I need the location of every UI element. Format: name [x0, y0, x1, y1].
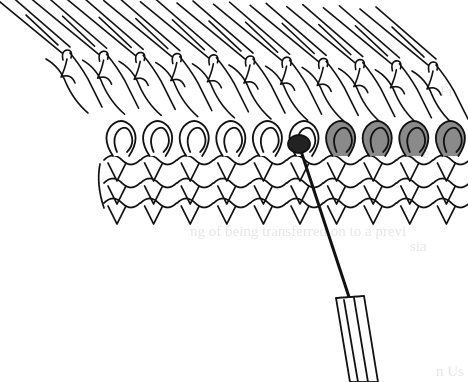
needle-latch	[61, 59, 75, 83]
needle-stem	[375, 70, 417, 124]
needle-shaft	[209, 21, 241, 51]
needle-latch	[98, 60, 112, 84]
needle-shaft	[250, 5, 318, 61]
needle-shaft	[31, 0, 99, 54]
needle-bed	[0, 0, 468, 125]
needle-stem	[266, 66, 308, 120]
needle-stem	[302, 67, 344, 121]
needle-shaft	[26, 15, 58, 45]
stitch-loop	[216, 121, 245, 156]
faint-text-fragment: n Us	[436, 364, 464, 380]
stitch	[250, 156, 286, 165]
needle-shaft	[214, 4, 282, 60]
stitch	[360, 156, 396, 165]
needle-latch	[281, 66, 295, 90]
needle-shaft	[303, 5, 363, 57]
needle-latch	[134, 61, 148, 85]
knitted-fabric	[96, 156, 468, 225]
needle-stem	[119, 61, 161, 115]
needle-shaft	[63, 16, 95, 46]
latch-needle	[0, 0, 102, 113]
needle-shaft	[339, 6, 399, 58]
needle-shaft	[360, 9, 428, 65]
needle-shaft	[266, 3, 326, 55]
highlighted-loop	[363, 121, 392, 156]
needle-shaft	[323, 8, 391, 64]
needle-shaft	[230, 2, 290, 54]
needle-stem	[83, 60, 125, 114]
needle-shaft	[120, 0, 180, 51]
needle-latch	[244, 65, 258, 89]
fabric-body	[96, 166, 468, 217]
stitch	[104, 156, 140, 165]
needle-shaft	[177, 3, 245, 59]
stitch-loop	[180, 121, 209, 156]
needle-latch	[207, 64, 221, 88]
needle-shaft	[287, 7, 355, 63]
needle-shaft	[104, 1, 172, 57]
tool-handle	[336, 296, 378, 382]
stitch-loop	[106, 121, 135, 156]
tool-tip	[288, 135, 310, 153]
needle-shaft	[376, 7, 436, 59]
needle-loops	[106, 121, 464, 156]
needle-shaft	[193, 1, 253, 53]
needle-latch	[354, 69, 368, 93]
needle-stem	[229, 65, 271, 119]
needle-stem	[192, 64, 234, 118]
needle-stem	[46, 59, 88, 113]
needle-shaft	[140, 2, 208, 58]
needle-latch	[171, 63, 185, 87]
faint-text-fragment: sia	[410, 239, 427, 255]
stitch-loop	[143, 121, 172, 156]
needle-shaft	[67, 0, 135, 55]
stitch	[177, 156, 213, 165]
needle-latch	[317, 67, 331, 91]
stitch	[324, 156, 360, 165]
needle-shaft	[136, 19, 168, 49]
needle-shaft	[282, 23, 314, 53]
needle-latch	[390, 70, 404, 94]
faint-text-fragment: ng of being transferred on to a previ	[190, 224, 406, 240]
highlighted-loop	[399, 121, 428, 156]
needle-latch	[427, 71, 441, 95]
needle-shaft	[156, 0, 216, 52]
needle-shaft	[355, 26, 387, 56]
needle-stem	[339, 69, 381, 123]
needle-shaft	[246, 22, 278, 52]
needle-shaft	[319, 25, 351, 55]
stitch-loop	[253, 121, 282, 156]
needle-shaft	[0, 0, 62, 53]
latch-needle	[360, 7, 468, 125]
needle-shaft	[172, 20, 204, 50]
highlighted-loop	[436, 121, 465, 156]
latch-needle	[31, 0, 139, 114]
needle-stem	[156, 63, 198, 117]
stitch	[141, 156, 177, 165]
needle-shaft	[392, 27, 424, 57]
highlighted-loop	[326, 121, 355, 156]
needle-shaft	[99, 17, 131, 47]
stitch	[214, 156, 250, 165]
